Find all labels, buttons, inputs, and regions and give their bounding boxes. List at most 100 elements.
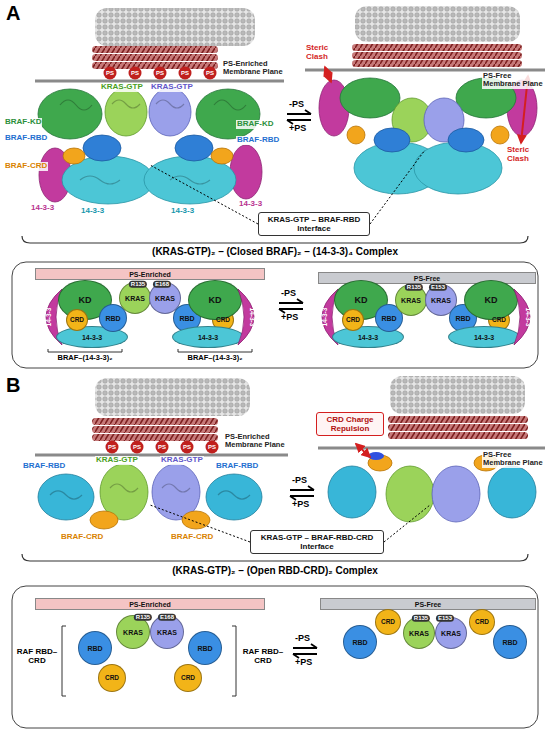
protein-kd bbox=[38, 89, 102, 139]
residue-label: R135 bbox=[134, 614, 152, 621]
domain-circle: 14-3-3 bbox=[172, 326, 244, 348]
domain-circle: RBD bbox=[493, 625, 527, 659]
ps-label: PS bbox=[181, 70, 189, 77]
node-label: 14-3-3 bbox=[358, 334, 378, 341]
node-label: CRD bbox=[181, 675, 195, 682]
helix bbox=[388, 432, 528, 439]
node-label: KRAS bbox=[155, 295, 175, 302]
node-label: KRAS bbox=[409, 630, 429, 637]
node-label: 14-3-3 bbox=[321, 308, 328, 327]
lipid-bilayer bbox=[355, 6, 520, 42]
node-label: RBD bbox=[502, 639, 517, 646]
ps-dot bbox=[181, 441, 194, 454]
equilibrium-label: +PS bbox=[281, 313, 298, 323]
interface-box: KRAS-GTP – BRAF-RBD Interface bbox=[258, 212, 370, 236]
ribbon-detail bbox=[60, 100, 246, 184]
node-label: KRAS-GTP – BRAF-RBD Interface bbox=[263, 215, 365, 233]
node-label: 14-3-3 bbox=[198, 334, 218, 341]
lipid-bilayer bbox=[95, 8, 255, 46]
domain-circle: KD bbox=[188, 280, 242, 320]
node-label: PS-Enriched bbox=[129, 271, 171, 278]
equilibrium-label: +PS bbox=[292, 500, 309, 510]
protein-rbd bbox=[206, 474, 262, 520]
membrane-plane bbox=[318, 447, 545, 450]
node-label: KRAS bbox=[441, 630, 461, 637]
protein-crd bbox=[63, 148, 85, 164]
residue-label: R135 bbox=[412, 615, 430, 622]
membrane-a-right bbox=[305, 6, 545, 70]
node-label: CRD bbox=[492, 317, 506, 324]
ps-dot bbox=[179, 67, 192, 80]
protein-b-left bbox=[38, 464, 262, 529]
node-label: 14-3-3 bbox=[474, 334, 494, 341]
ps-dot bbox=[131, 441, 144, 454]
helix bbox=[92, 434, 218, 441]
membrane-bar: PS-Free bbox=[320, 598, 536, 610]
helix bbox=[352, 60, 522, 67]
protein-kd bbox=[196, 89, 260, 139]
domain-circle: KRAS bbox=[435, 617, 467, 649]
node-label: KRAS bbox=[401, 297, 421, 304]
protein-label: BRAF-RBD bbox=[22, 462, 66, 471]
protein-rbd bbox=[448, 128, 484, 152]
node-label: CRD bbox=[475, 619, 489, 626]
residue-label: R135 bbox=[405, 284, 423, 291]
protein-crd bbox=[90, 511, 118, 529]
crescent-shape bbox=[512, 288, 536, 346]
helix bbox=[352, 52, 522, 59]
node-label: PS-Enriched bbox=[129, 601, 171, 608]
domain-circle: CRD bbox=[375, 609, 401, 635]
equilibrium-label: +PS bbox=[289, 124, 306, 134]
node-label: RBD bbox=[87, 645, 102, 652]
domain-circle: 14-3-3 bbox=[448, 326, 520, 348]
panel-letter: A bbox=[6, 2, 20, 24]
protein-label: BRAF-RBD bbox=[4, 134, 48, 143]
protein-label: KRAS-GTP bbox=[160, 456, 204, 465]
protein-label: 14-3-3 bbox=[80, 207, 105, 216]
domain-circle: RBD bbox=[188, 631, 222, 665]
helix bbox=[92, 426, 218, 433]
helix bbox=[92, 418, 218, 425]
node-label: 14-3-3 bbox=[82, 334, 102, 341]
node-label: KRAS bbox=[157, 629, 177, 636]
node-label: PS-Free bbox=[415, 601, 441, 608]
domain-circle: KRAS bbox=[403, 617, 435, 649]
equilibrium-label: -PS bbox=[281, 289, 296, 299]
membrane-label: PS-Free Membrane Plane bbox=[482, 451, 546, 468]
schematic-frame bbox=[12, 586, 538, 728]
residue-label: R135 bbox=[129, 281, 147, 288]
equilibrium-label: +PS bbox=[295, 658, 312, 668]
protein-crd bbox=[491, 126, 509, 144]
annotation-box: CRD Charge Repulsion bbox=[316, 412, 384, 436]
lipid-bilayer bbox=[95, 378, 250, 416]
domain-circle: CRD bbox=[342, 309, 364, 331]
membrane-label: PS-Enriched Membrane Plane bbox=[222, 60, 286, 77]
membrane-b-left bbox=[35, 378, 288, 455]
node-label: 14-3-3 bbox=[248, 308, 255, 327]
complex-bracket bbox=[22, 554, 528, 561]
node-label: RBD bbox=[455, 315, 470, 322]
protein-label: KRAS-GTP bbox=[95, 456, 139, 465]
protein-a-left bbox=[38, 88, 262, 204]
residue-label: E153 bbox=[429, 284, 447, 291]
ps-label: PS bbox=[156, 70, 164, 77]
charge-patch bbox=[368, 452, 384, 460]
membrane-label: PS-Free Membrane Plane bbox=[482, 72, 546, 89]
protein-kd bbox=[340, 78, 400, 118]
node-label: KD bbox=[79, 296, 92, 305]
crescent-domain: 14-3-3 bbox=[236, 288, 260, 346]
protein-rbd bbox=[488, 466, 536, 518]
crescent-outline bbox=[514, 289, 530, 345]
clash-label: Steric Clash bbox=[305, 44, 347, 62]
protein-label: BRAF-RBD bbox=[236, 136, 280, 145]
ps-dot bbox=[206, 441, 219, 454]
ps-label: PS bbox=[206, 70, 214, 77]
protein-rbd bbox=[38, 474, 94, 520]
protein-label: KRAS-GTP bbox=[150, 83, 194, 92]
domain-circle: CRD bbox=[174, 664, 202, 692]
protein-crd bbox=[211, 148, 233, 164]
helix bbox=[352, 44, 522, 51]
node-label: KRAS bbox=[431, 297, 451, 304]
node-label: RBD bbox=[105, 315, 120, 322]
protein-label: KRAS-GTP bbox=[100, 83, 144, 92]
